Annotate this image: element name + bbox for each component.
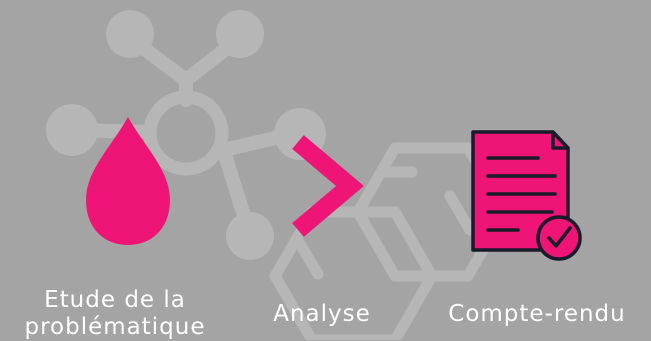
step-label-compte-rendu: Compte-rendu: [448, 301, 626, 327]
step-label-etude-line2: problématique: [24, 314, 206, 340]
drop-icon: [86, 117, 170, 245]
step-label-etude-line1: Etude de la: [44, 287, 186, 313]
step-label-analyse: Analyse: [273, 301, 371, 327]
molecule-watermark-icon: [46, 10, 511, 340]
chevron-right-icon: [292, 135, 364, 237]
report-check-icon: [471, 130, 582, 261]
